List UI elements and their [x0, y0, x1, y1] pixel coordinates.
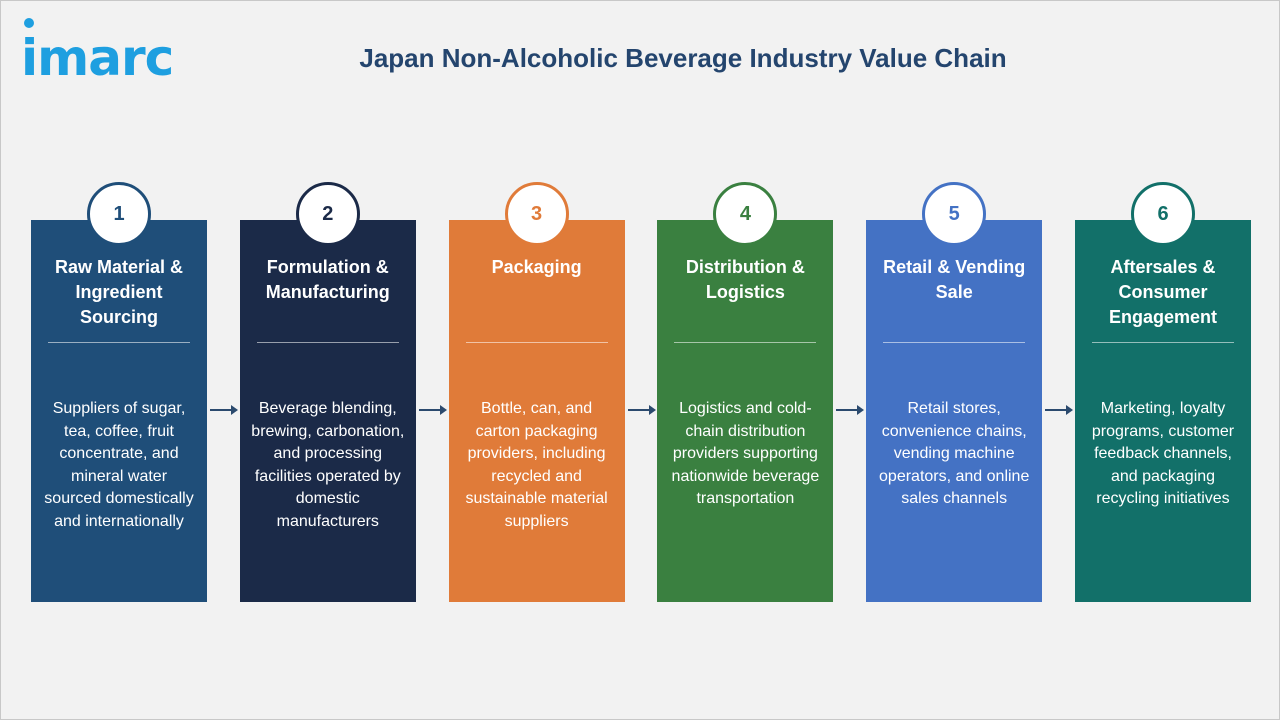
page-title: Japan Non-Alcoholic Beverage Industry Va…: [359, 43, 1007, 73]
logo-wordmark: imarc: [21, 29, 173, 85]
step-number-badge-6: 6: [1131, 182, 1195, 246]
step-divider: [256, 342, 399, 343]
step-description: Marketing, loyalty programs, customer fe…: [1091, 400, 1235, 507]
step-description: Bottle, can, and carton packaging provid…: [465, 400, 608, 530]
step-description: Logistics and cold-chain distribution pr…: [671, 400, 820, 507]
step-divider: [883, 342, 1026, 343]
arrow-right-icon: [418, 405, 447, 415]
step-description: Beverage blending, brewing, carbonation,…: [251, 400, 405, 530]
step-heading: Retail & Vending Sale: [883, 257, 1026, 302]
arrow-right-icon: [1045, 405, 1074, 415]
step-divider: [674, 342, 817, 343]
arrow-right-icon: [627, 405, 656, 415]
arrow-right-icon: [836, 405, 865, 415]
step-description: Suppliers of sugar, tea, coffee, fruit c…: [44, 400, 194, 530]
step-number-badge-2: 2: [295, 182, 360, 246]
imarc-logo: imarc: [21, 15, 211, 85]
step-heading: Distribution & Logistics: [685, 257, 805, 302]
arrow-right-icon: [210, 405, 238, 415]
step-description: Retail stores, convenience chains, vendi…: [879, 400, 1030, 507]
step-number-badge-5: 5: [922, 182, 987, 246]
step-heading: Packaging: [491, 257, 582, 277]
step-number-badge-4: 4: [713, 182, 778, 246]
step-number-badge-3: 3: [504, 182, 569, 246]
step-divider: [1092, 342, 1234, 343]
step-divider: [465, 342, 608, 343]
step-heading: Raw Material & Ingredient Sourcing: [54, 257, 184, 327]
step-number-badge-1: 1: [87, 182, 151, 246]
step-heading: Aftersales & Consumer Engagement: [1108, 257, 1218, 327]
step-heading: Formulation & Manufacturing: [265, 257, 390, 302]
imarc-logo-mark: imarc: [21, 18, 174, 85]
step-divider: [48, 342, 190, 343]
